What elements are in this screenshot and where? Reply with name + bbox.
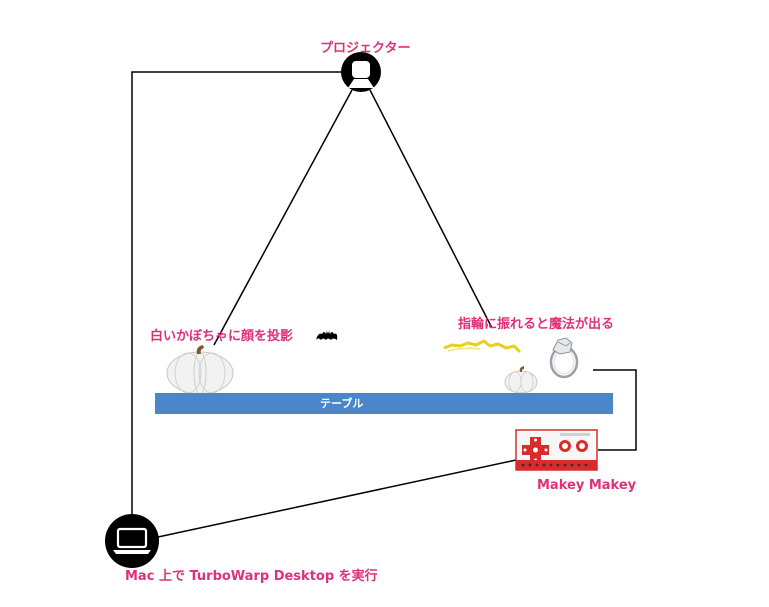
- pumpkin-icon: [166, 345, 234, 395]
- pumpkin-label: 白いかぼちゃに顔を投影: [150, 328, 293, 344]
- ring-label: 指輪に振れると魔法が出る: [458, 316, 614, 332]
- projector-beam-right: [369, 89, 493, 329]
- makey-label: Makey Makey: [537, 478, 637, 493]
- projector-icon: [341, 52, 381, 92]
- table-label: テーブル: [320, 396, 363, 410]
- ring-to-makey-cable: [593, 369, 637, 451]
- projector-label: プロジェクター: [320, 41, 410, 56]
- makey-makey-board-icon: [515, 429, 598, 471]
- sparkle-icon: [443, 339, 522, 354]
- small-pumpkin-icon: [504, 366, 538, 394]
- laptop-icon: [105, 514, 159, 568]
- makey-to-mac-cable: [157, 459, 517, 538]
- bat-icon: [316, 331, 338, 340]
- projector-beam-left: [213, 89, 353, 346]
- ring-icon: [549, 337, 579, 379]
- mac-label: Mac 上で TurboWarp Desktop を実行: [125, 568, 378, 584]
- table-bar: [155, 393, 613, 414]
- projector-to-mac-cable: [131, 71, 345, 520]
- connection-lines: [131, 71, 637, 538]
